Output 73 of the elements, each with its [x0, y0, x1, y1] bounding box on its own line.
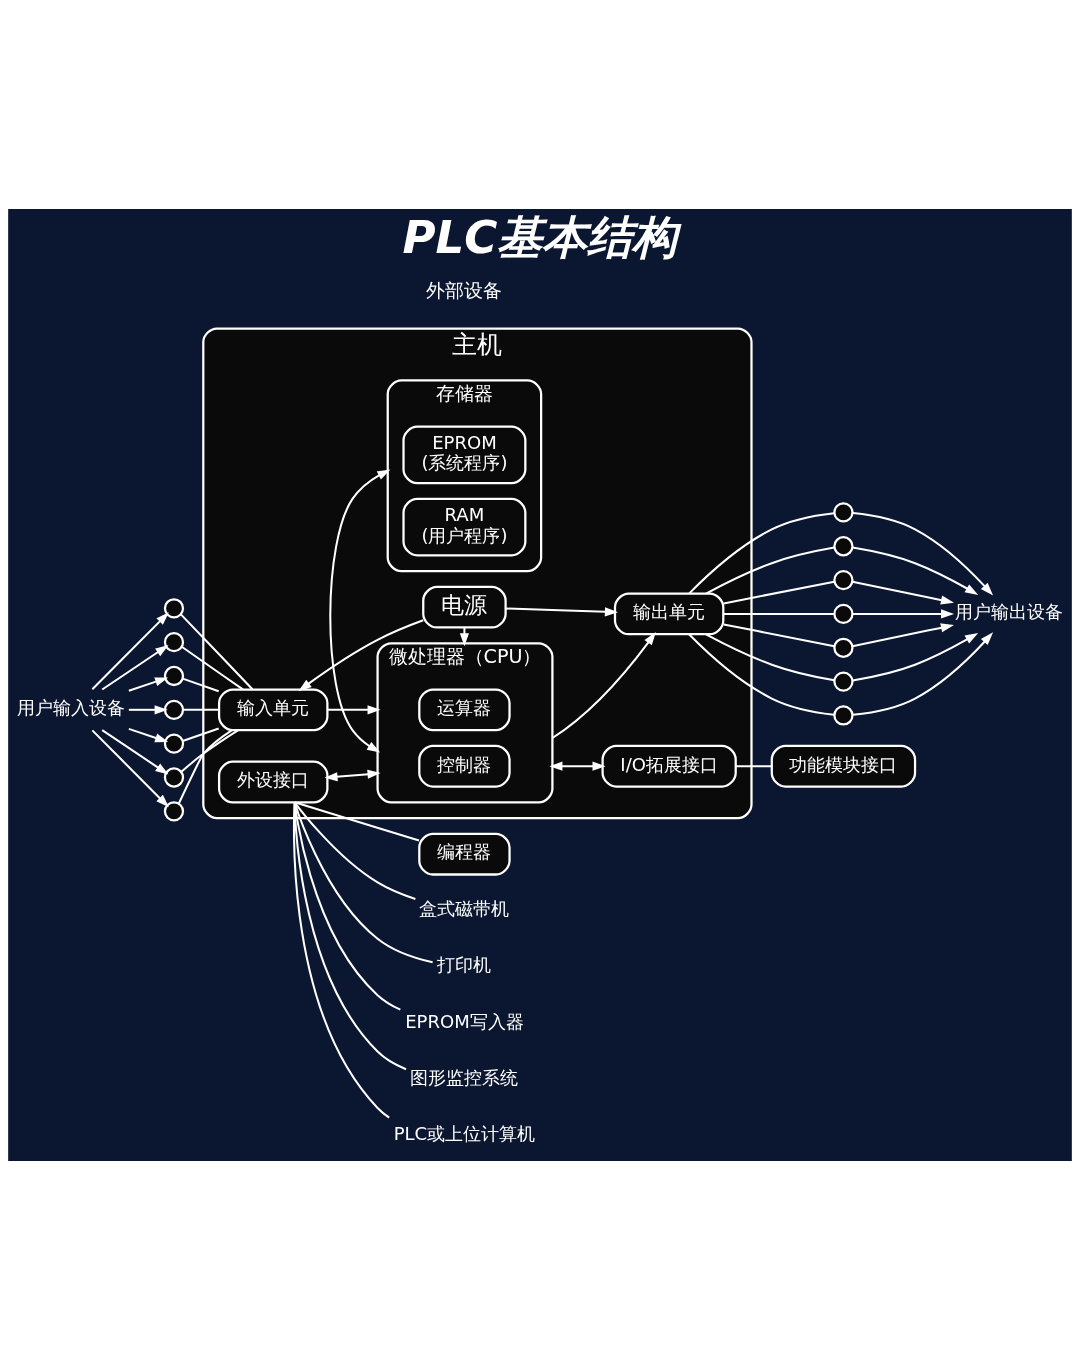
arrow [852, 545, 979, 595]
arrow [128, 676, 169, 692]
connector [293, 801, 390, 1118]
node-circle [163, 733, 185, 754]
node-circle [833, 569, 854, 590]
node-circle [163, 665, 185, 686]
node-text: 用户输入设备 [16, 696, 125, 718]
node-circle [163, 766, 185, 788]
connector [735, 764, 772, 767]
node-circle [833, 704, 854, 726]
connector [723, 580, 835, 604]
arrow [101, 728, 169, 775]
node-circle [163, 597, 185, 618]
arrow [327, 704, 381, 714]
node-circle [163, 800, 185, 821]
node-circle [833, 637, 854, 658]
connector [293, 801, 433, 963]
node-box: RAM (用户程序) [402, 497, 527, 556]
node-box: 编程器 [418, 832, 511, 876]
node-circle [833, 501, 854, 523]
label: 外部设备 [426, 278, 503, 302]
node-box: 外设接口 [217, 760, 329, 803]
connector [723, 622, 835, 647]
connector [182, 727, 220, 742]
connector [183, 708, 220, 711]
arrow [101, 644, 169, 690]
node-box: EPROM (系统程序) [402, 425, 527, 484]
connector [688, 633, 835, 716]
arrow [852, 622, 954, 647]
node-text: 图形监控系统 [410, 1066, 519, 1088]
arrow [128, 704, 168, 714]
arrow [329, 469, 391, 753]
node-text: 盒式磁带机 [419, 897, 510, 919]
connector [723, 612, 835, 615]
arrow [91, 729, 169, 807]
node-box: 电源 [422, 585, 507, 629]
connector [180, 613, 254, 690]
node-box: I/O拓展接口 [601, 744, 737, 788]
node-text: EPROM写入器 [405, 1010, 524, 1032]
node-box: 功能模块接口 [770, 744, 917, 788]
arrow [506, 606, 618, 616]
arrow [549, 761, 606, 771]
connector [294, 800, 420, 842]
arrow [128, 727, 169, 742]
connector [688, 511, 835, 594]
arrow [298, 618, 424, 691]
connector [181, 645, 244, 690]
node-text: 用户输出设备 [955, 600, 1064, 622]
connector [293, 801, 416, 900]
arrow [852, 631, 994, 716]
arrow [852, 511, 994, 596]
node-circle [163, 631, 185, 652]
node-box: 控制器 [418, 744, 511, 788]
arrow [91, 611, 169, 690]
connector [182, 677, 220, 692]
node-circle [833, 670, 854, 692]
node-circle [163, 699, 185, 720]
node-text: 打印机 [437, 953, 492, 975]
node-box: 输入单元 [217, 687, 329, 731]
arrow [852, 632, 979, 681]
node-box: 运算器 [418, 687, 511, 731]
node-text: PLC或上位计算机 [393, 1122, 536, 1144]
connector [180, 728, 239, 773]
arrow [551, 631, 656, 739]
node-box: 输出单元 [613, 592, 725, 635]
node-circle [833, 603, 854, 624]
arrow [852, 580, 954, 605]
node-circle [833, 535, 854, 556]
arrow [324, 769, 381, 781]
connector [705, 632, 835, 681]
connector [705, 546, 835, 594]
arrow [852, 608, 955, 619]
connector [178, 728, 233, 804]
